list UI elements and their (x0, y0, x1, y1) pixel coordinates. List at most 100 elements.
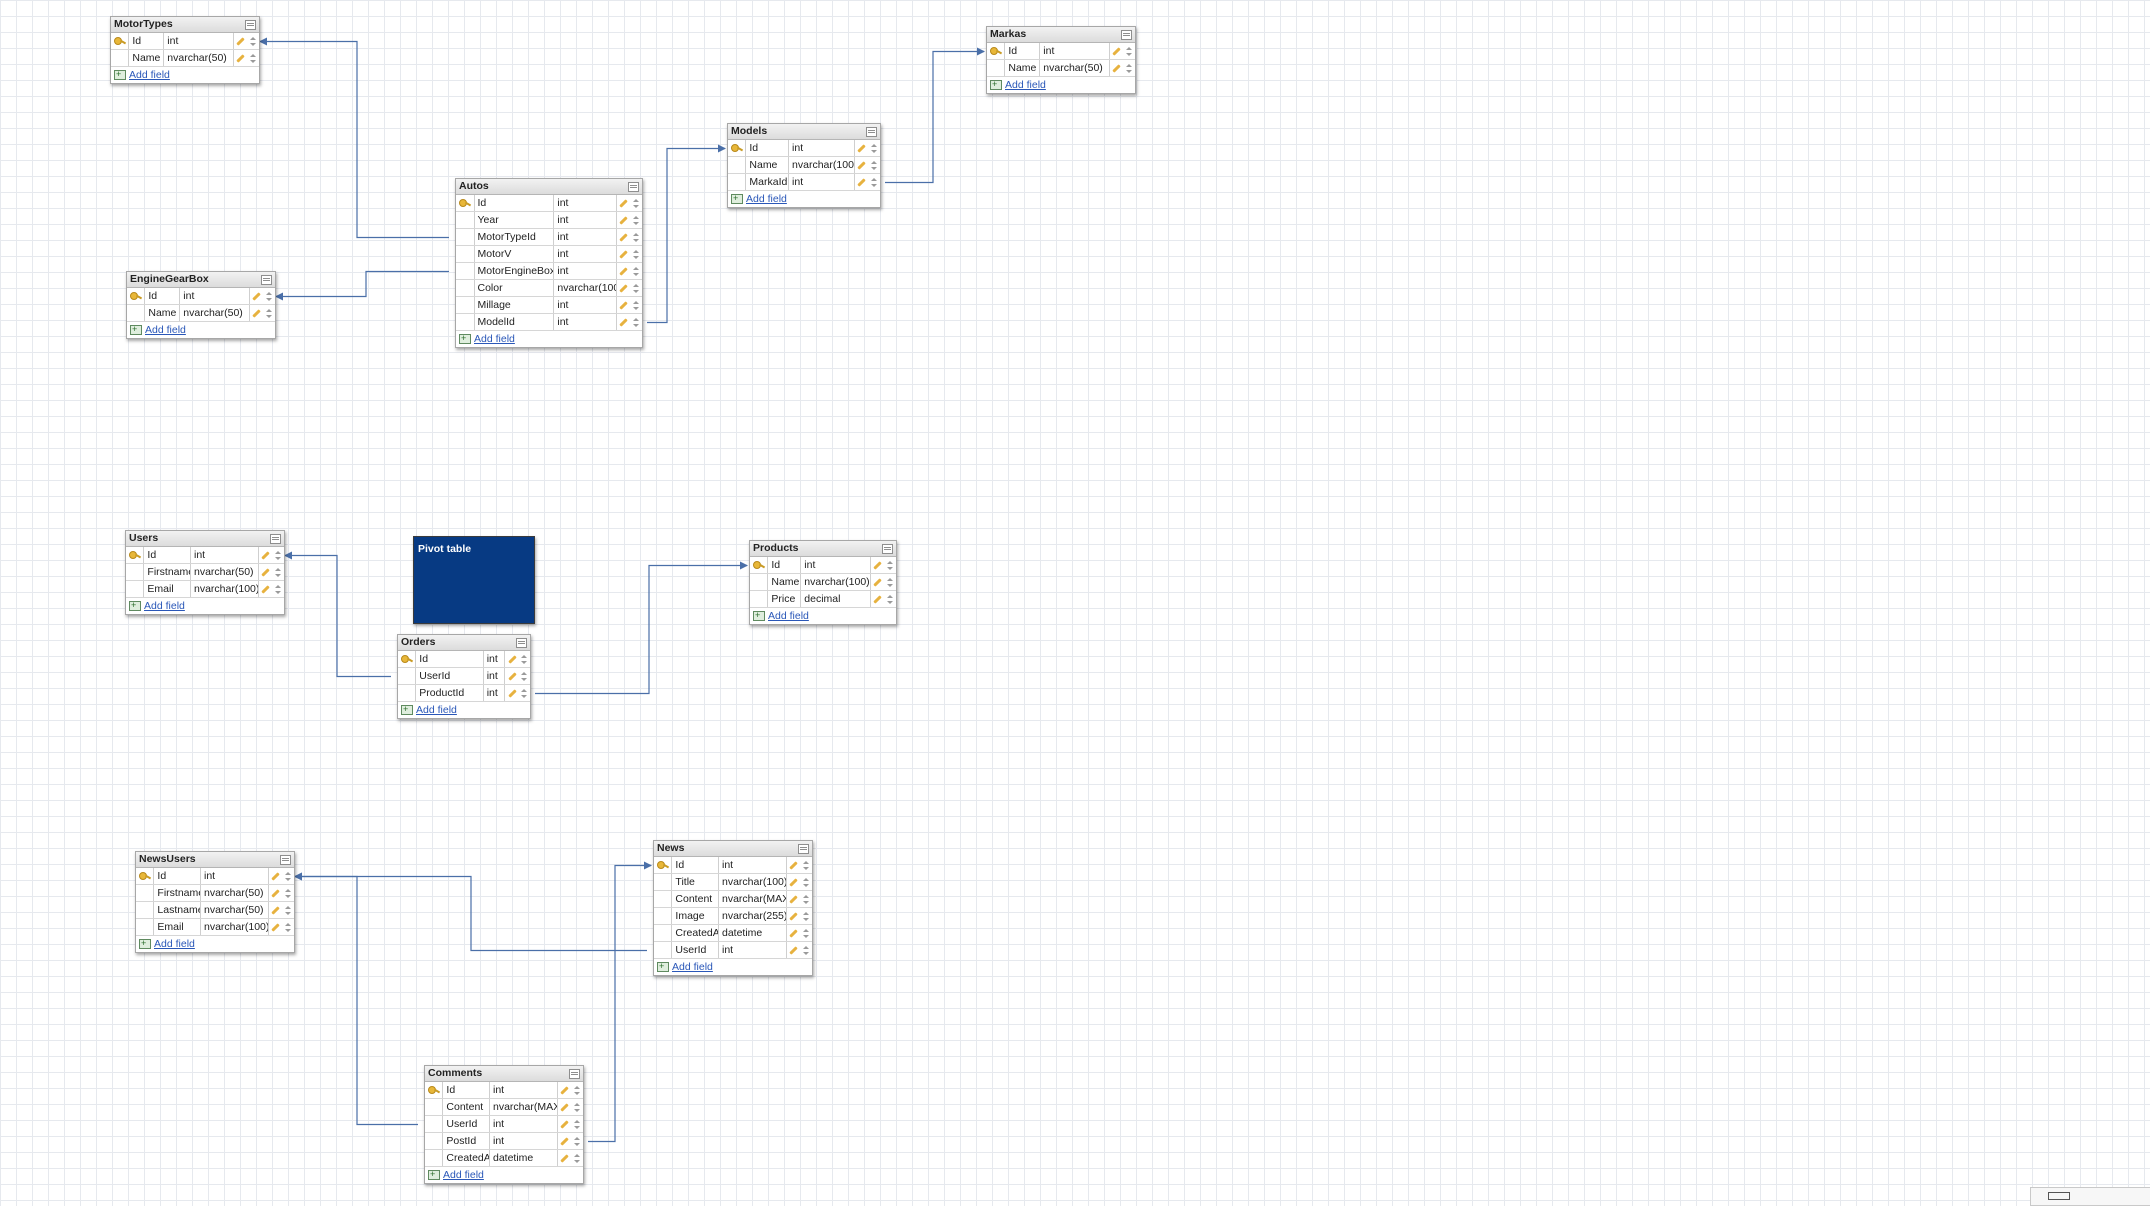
table-menu-icon[interactable] (1121, 30, 1132, 40)
reorder-field-icon[interactable] (285, 871, 292, 881)
reorder-field-icon[interactable] (887, 560, 894, 570)
table-menu-icon[interactable] (245, 20, 256, 30)
edit-field-icon[interactable] (261, 550, 271, 560)
edit-field-icon[interactable] (261, 584, 271, 594)
add-field-link[interactable]: Add field (768, 610, 809, 622)
edit-field-icon[interactable] (560, 1085, 570, 1095)
edit-field-icon[interactable] (789, 860, 799, 870)
edit-field-icon[interactable] (560, 1136, 570, 1146)
reorder-field-icon[interactable] (633, 300, 640, 310)
reorder-field-icon[interactable] (574, 1102, 581, 1112)
edit-field-icon[interactable] (789, 945, 799, 955)
minimap-viewport[interactable] (2048, 1192, 2070, 1200)
edit-field-icon[interactable] (789, 911, 799, 921)
add-field-link[interactable]: Add field (474, 333, 515, 345)
reorder-field-icon[interactable] (250, 36, 257, 46)
edit-field-icon[interactable] (619, 215, 629, 225)
reorder-field-icon[interactable] (633, 232, 640, 242)
table-menu-icon[interactable] (261, 275, 272, 285)
edit-field-icon[interactable] (789, 877, 799, 887)
edit-field-icon[interactable] (507, 688, 517, 698)
add-field-link[interactable]: Add field (1005, 79, 1046, 91)
reorder-field-icon[interactable] (266, 308, 273, 318)
reorder-field-icon[interactable] (633, 283, 640, 293)
reorder-field-icon[interactable] (803, 860, 810, 870)
edit-field-icon[interactable] (857, 177, 867, 187)
reorder-field-icon[interactable] (574, 1085, 581, 1095)
edit-field-icon[interactable] (619, 266, 629, 276)
edit-field-icon[interactable] (619, 300, 629, 310)
table-menu-icon[interactable] (516, 638, 527, 648)
table-menu-icon[interactable] (866, 127, 877, 137)
reorder-field-icon[interactable] (275, 567, 282, 577)
reorder-field-icon[interactable] (887, 594, 894, 604)
reorder-field-icon[interactable] (574, 1136, 581, 1146)
edit-field-icon[interactable] (1112, 46, 1122, 56)
reorder-field-icon[interactable] (633, 198, 640, 208)
add-field-link[interactable]: Add field (672, 961, 713, 973)
reorder-field-icon[interactable] (803, 877, 810, 887)
edit-field-icon[interactable] (236, 36, 246, 46)
edit-field-icon[interactable] (271, 922, 281, 932)
edit-field-icon[interactable] (271, 888, 281, 898)
pivot-table-note[interactable]: Pivot table (413, 536, 535, 624)
table-menu-icon[interactable] (628, 182, 639, 192)
add-field-link[interactable]: Add field (144, 600, 185, 612)
edit-field-icon[interactable] (619, 198, 629, 208)
add-field-link[interactable]: Add field (154, 938, 195, 950)
reorder-field-icon[interactable] (275, 550, 282, 560)
edit-field-icon[interactable] (560, 1153, 570, 1163)
add-field-link[interactable]: Add field (129, 69, 170, 81)
relation-news-news-users[interactable] (294, 872, 647, 952)
table-menu-icon[interactable] (569, 1069, 580, 1079)
relation-orders-users[interactable] (284, 551, 391, 678)
reorder-field-icon[interactable] (521, 654, 528, 664)
edit-field-icon[interactable] (560, 1102, 570, 1112)
add-field-link[interactable]: Add field (416, 704, 457, 716)
edit-field-icon[interactable] (560, 1119, 570, 1129)
reorder-field-icon[interactable] (285, 922, 292, 932)
edit-field-icon[interactable] (619, 317, 629, 327)
add-field-link[interactable]: Add field (145, 324, 186, 336)
field-row[interactable]: MotorEngineBoxIdint (456, 263, 642, 280)
edit-field-icon[interactable] (619, 249, 629, 259)
reorder-field-icon[interactable] (1126, 63, 1133, 73)
table-menu-icon[interactable] (798, 844, 809, 854)
reorder-field-icon[interactable] (1126, 46, 1133, 56)
edit-field-icon[interactable] (857, 143, 867, 153)
edit-field-icon[interactable] (507, 654, 517, 664)
reorder-field-icon[interactable] (803, 894, 810, 904)
table-models[interactable]: ModelsIdintNamenvarchar(100)MarkaIdintAd… (727, 123, 881, 208)
